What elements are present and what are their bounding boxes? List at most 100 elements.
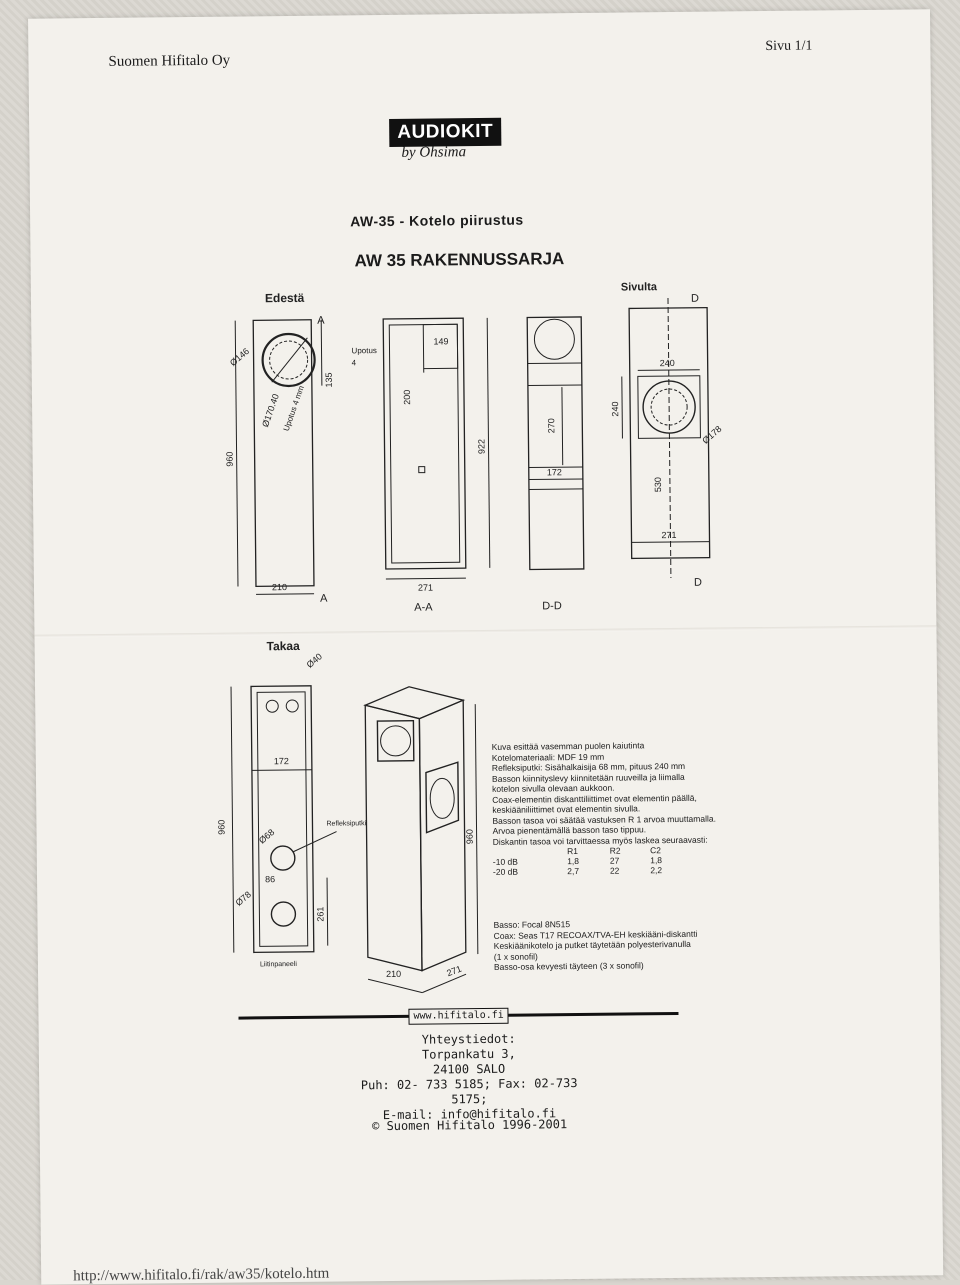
section-dd-view: 270 172 D-D	[527, 317, 584, 613]
dd-dim-172: 172	[547, 467, 562, 477]
iso-coax-circle	[380, 726, 410, 756]
iso-woofer-cutout	[426, 762, 459, 832]
back-dim-40: Ø40	[305, 651, 324, 670]
side-dim-530: 530	[653, 477, 663, 492]
dd-shelf-2	[528, 385, 582, 386]
front-dim-210: 210	[272, 582, 287, 592]
iso-coax-cutout	[377, 721, 413, 761]
section-aa-view: 149 Upotus 4 200 922 271 A-A	[351, 318, 490, 614]
back-dim-refleksiputki: Refleksiputki	[326, 820, 366, 827]
front-dim-upotus: Upotus 4 mm	[282, 384, 306, 432]
front-cut-a-bottom: A	[320, 593, 328, 605]
coax-inner-circle	[269, 341, 307, 379]
side-view: Sivulta 240 240 Ø178 530 271 D D	[609, 280, 725, 589]
side-dim-240w: 240	[660, 358, 675, 368]
table-cell: 2,7	[567, 866, 610, 876]
table-cell: 22	[610, 865, 650, 875]
contact-phone: Puh: 02- 733 5185; Fax: 02-733 5175;	[339, 1076, 599, 1109]
reflex-port-hole	[271, 846, 295, 870]
terminal-hole-2	[286, 700, 298, 712]
front-dim-960: 960	[225, 452, 235, 467]
iso-woofer-circle	[430, 778, 454, 818]
terminal-hole-1	[266, 700, 278, 712]
back-172-dim	[252, 770, 312, 771]
front-view: Edestä Ø146 Ø170.40 Upotus 4 mm 135 960 …	[223, 291, 336, 606]
front-cut-a-top: A	[317, 315, 325, 327]
aa-section-label: A-A	[414, 602, 433, 614]
table-cell: 1,8	[567, 856, 610, 866]
attenuation-table: R1 R2 C2 -10 dB 1,8 27 1,8 -20 dB 2,7 22…	[493, 845, 693, 877]
front-dim-135: 135	[324, 373, 334, 388]
aa-inner	[389, 324, 459, 563]
aa-dim-upotus: Upotus	[351, 346, 376, 355]
front-dim-17040: Ø170.40	[260, 393, 281, 429]
iso-top-face	[365, 686, 463, 719]
dd-section-label: D-D	[542, 600, 562, 612]
back-dim-172: 172	[274, 756, 289, 766]
dd-coax-circle	[534, 319, 574, 359]
back-outline	[251, 686, 314, 953]
side-dim-271: 271	[661, 530, 676, 540]
document-sheet: Suomen Hifitalo Oy Sivu 1/1 AUDIOKIT by …	[28, 9, 943, 1284]
coax-driver-hole	[262, 334, 315, 387]
printed-url: http://www.hifitalo.fi/rak/aw35/kotelo.h…	[73, 1266, 329, 1285]
copyright: © Suomen Hifitalo 1996-2001	[340, 1117, 600, 1134]
dd-dim-270: 270	[546, 418, 556, 433]
dd-172-dim	[529, 479, 583, 480]
table-cell: -20 dB	[493, 866, 567, 877]
back-261-dim	[327, 878, 328, 946]
aa-dim-149: 149	[433, 336, 448, 346]
contact-block: Yhteystiedot: Torpankatu 3, 24100 SALO P…	[339, 1031, 600, 1124]
table-cell: 2,2	[650, 865, 693, 875]
back-view-label: Takaa	[267, 639, 301, 653]
iso-271-dim	[422, 974, 466, 992]
aa-dim-200: 200	[402, 390, 412, 405]
refleksiputki-leader	[293, 832, 337, 852]
front-view-label: Edestä	[265, 291, 305, 305]
front-dim-146: Ø146	[228, 346, 251, 368]
back-dim-261: 261	[315, 907, 325, 922]
iso-side-face	[419, 700, 466, 970]
table-header-cell: R1	[567, 846, 610, 856]
back-dim-960: 960	[216, 820, 226, 835]
terminal-panel-hole	[271, 902, 295, 926]
back-960-dim	[231, 687, 234, 953]
dd-shelf-1	[528, 363, 582, 364]
side-dim-240h: 240	[610, 402, 620, 417]
back-inner	[257, 692, 308, 946]
iso-dim-960: 960	[465, 829, 475, 844]
side-dim-178: Ø178	[700, 424, 723, 446]
aa-dim-4: 4	[352, 358, 357, 367]
table-cell: 1,8	[650, 855, 693, 865]
width-dim-line	[256, 594, 314, 595]
iso-dim-210: 210	[386, 969, 401, 979]
table-cell: 27	[610, 855, 650, 865]
table-header-cell: C2	[650, 845, 693, 855]
aa-outline	[383, 318, 466, 569]
back-view: Takaa Ø40 172 960 Refleksiputki Ø68 86 Ø…	[215, 638, 369, 969]
side-271-dim	[632, 542, 710, 543]
iso-210-dim	[368, 979, 422, 994]
components-notes: Basso: Focal 8N515 Coax: Seas T17 RECOAX…	[493, 917, 794, 973]
side-240w-dim	[638, 370, 700, 371]
isometric-view: 960 210 271	[365, 686, 478, 993]
aa-width-dim	[386, 578, 466, 579]
aa-dim-922: 922	[476, 439, 486, 454]
back-dim-86: 86	[265, 874, 275, 884]
technical-drawings: Edestä Ø146 Ø170.40 Upotus 4 mm 135 960 …	[28, 9, 940, 1018]
side-cut-d-top: D	[691, 293, 699, 305]
aa-port-marker	[419, 467, 425, 473]
side-240h-dim	[622, 377, 623, 439]
website-link[interactable]: www.hifitalo.fi	[408, 1008, 508, 1025]
table-header-cell: R2	[610, 845, 650, 855]
dd-outline	[527, 317, 584, 570]
build-notes: Kuva esittää vasemman puolen kaiutinta K…	[492, 739, 783, 877]
aa-dim-271: 271	[418, 583, 433, 593]
table-row: -20 dB 2,7 22 2,2	[493, 865, 693, 877]
back-dim-78: Ø78	[234, 889, 253, 908]
back-dim-liitinpaneeli: Liitinpaneeli	[260, 961, 297, 968]
iso-960-dim	[475, 704, 478, 954]
side-view-label: Sivulta	[621, 281, 658, 293]
dd-shelf-4	[529, 489, 583, 490]
iso-dim-271: 271	[445, 964, 463, 979]
